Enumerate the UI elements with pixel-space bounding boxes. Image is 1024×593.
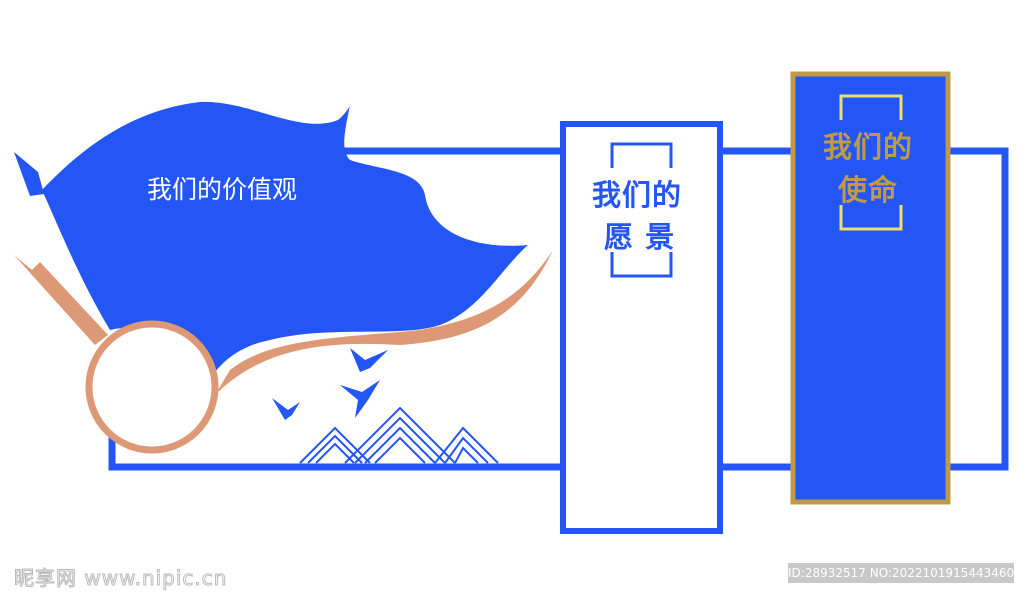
mission-bracket [839, 94, 903, 231]
vision-title-line1: 我们的 [592, 178, 683, 212]
birds-icon [272, 348, 388, 420]
mountains-icon [299, 406, 499, 464]
watermark: 昵享网 www.nipic.cn [13, 566, 228, 591]
flag-icon [42, 101, 528, 372]
mission-title-line2: 使命 [838, 173, 899, 207]
vision-bracket [610, 142, 673, 278]
mission-title-line1: 我们的 [823, 130, 914, 164]
photo-circle [85, 320, 219, 454]
values-title: 我们的价值观 [147, 175, 298, 204]
vision-title-line2: 愿 景 [604, 220, 676, 254]
id-badge: ID:28932517 NO:20221019154434609125 [788, 563, 1024, 583]
vision-panel [560, 121, 723, 534]
flagpole-tip [14, 152, 44, 196]
mission-panel [790, 71, 951, 505]
